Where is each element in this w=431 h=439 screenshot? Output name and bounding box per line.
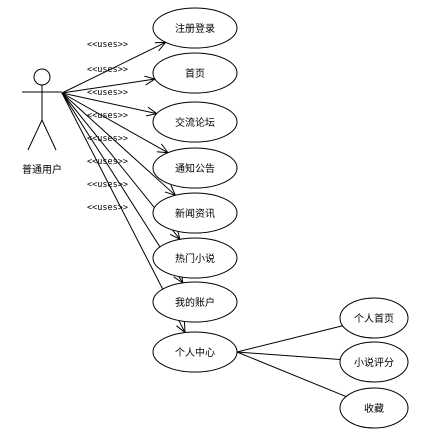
sub-case-label: 小说评分 [354, 356, 394, 369]
use-case-ellipse [152, 101, 238, 143]
use-case-label: 热门小说 [175, 252, 215, 265]
actor-right-leg [41, 119, 57, 151]
actor-left-leg [27, 119, 43, 151]
uses-label: <<uses>> [87, 134, 128, 144]
use-case-ellipse [152, 192, 238, 234]
uses-label: <<uses>> [87, 40, 128, 50]
use-case-label: 我的账户 [175, 296, 215, 309]
connector-notice [61, 92, 169, 154]
use-case-ellipse [152, 52, 238, 94]
connector-register [61, 41, 166, 94]
uses-label: <<uses>> [87, 88, 128, 98]
actor-head [33, 68, 51, 86]
sub-connector-rating [236, 351, 341, 361]
use-case-label: 首页 [185, 67, 205, 80]
use-case-label: 注册登录 [175, 22, 215, 35]
use-case-hot: 热门小说 [152, 237, 238, 279]
use-case-center: 个人中心 [152, 331, 238, 373]
uses-label: <<uses>> [87, 157, 128, 167]
use-case-home: 首页 [152, 52, 238, 94]
use-case-ellipse [152, 147, 238, 189]
use-case-notice: 通知公告 [152, 147, 238, 189]
sub-case-ellipse [339, 297, 409, 339]
sub-case-label: 收藏 [364, 402, 384, 415]
use-case-ellipse [152, 331, 238, 373]
use-case-label: 个人中心 [175, 346, 215, 359]
sub-case-favorites: 收藏 [339, 387, 409, 429]
use-case-label: 交流论坛 [175, 116, 215, 129]
sub-connector-favorites [236, 351, 347, 398]
uses-labels: <<uses>> <<uses>> <<uses>> <<uses>> <<uses>>… [87, 40, 128, 213]
use-case-label: 新闻资讯 [175, 207, 215, 220]
sub-case-ellipse [339, 387, 409, 429]
uses-label: <<uses>> [87, 180, 128, 190]
actor: 普通用户 [22, 68, 62, 176]
actor-label: 普通用户 [22, 163, 62, 176]
use-case-register: 注册登录 [152, 7, 238, 49]
use-case-ellipse [152, 7, 238, 49]
use-case-forum: 交流论坛 [152, 101, 238, 143]
sub-case-personal-home: 个人首页 [339, 297, 409, 339]
connector-home [61, 78, 156, 94]
use-case-ellipse [152, 237, 238, 279]
sub-case-label: 个人首页 [354, 312, 394, 325]
uses-label: <<uses>> [87, 65, 128, 75]
uses-label: <<uses>> [87, 203, 128, 213]
connector-news [61, 92, 176, 196]
sub-connector-personal-home [236, 325, 343, 353]
use-case-news: 新闻资讯 [152, 192, 238, 234]
use-case-label: 通知公告 [175, 162, 215, 175]
sub-case-ellipse [339, 341, 409, 383]
use-case-account: 我的账户 [152, 281, 238, 323]
use-case-ellipse [152, 281, 238, 323]
connector-forum [61, 92, 157, 115]
uses-label: <<uses>> [87, 111, 128, 121]
sub-case-rating: 小说评分 [339, 341, 409, 383]
